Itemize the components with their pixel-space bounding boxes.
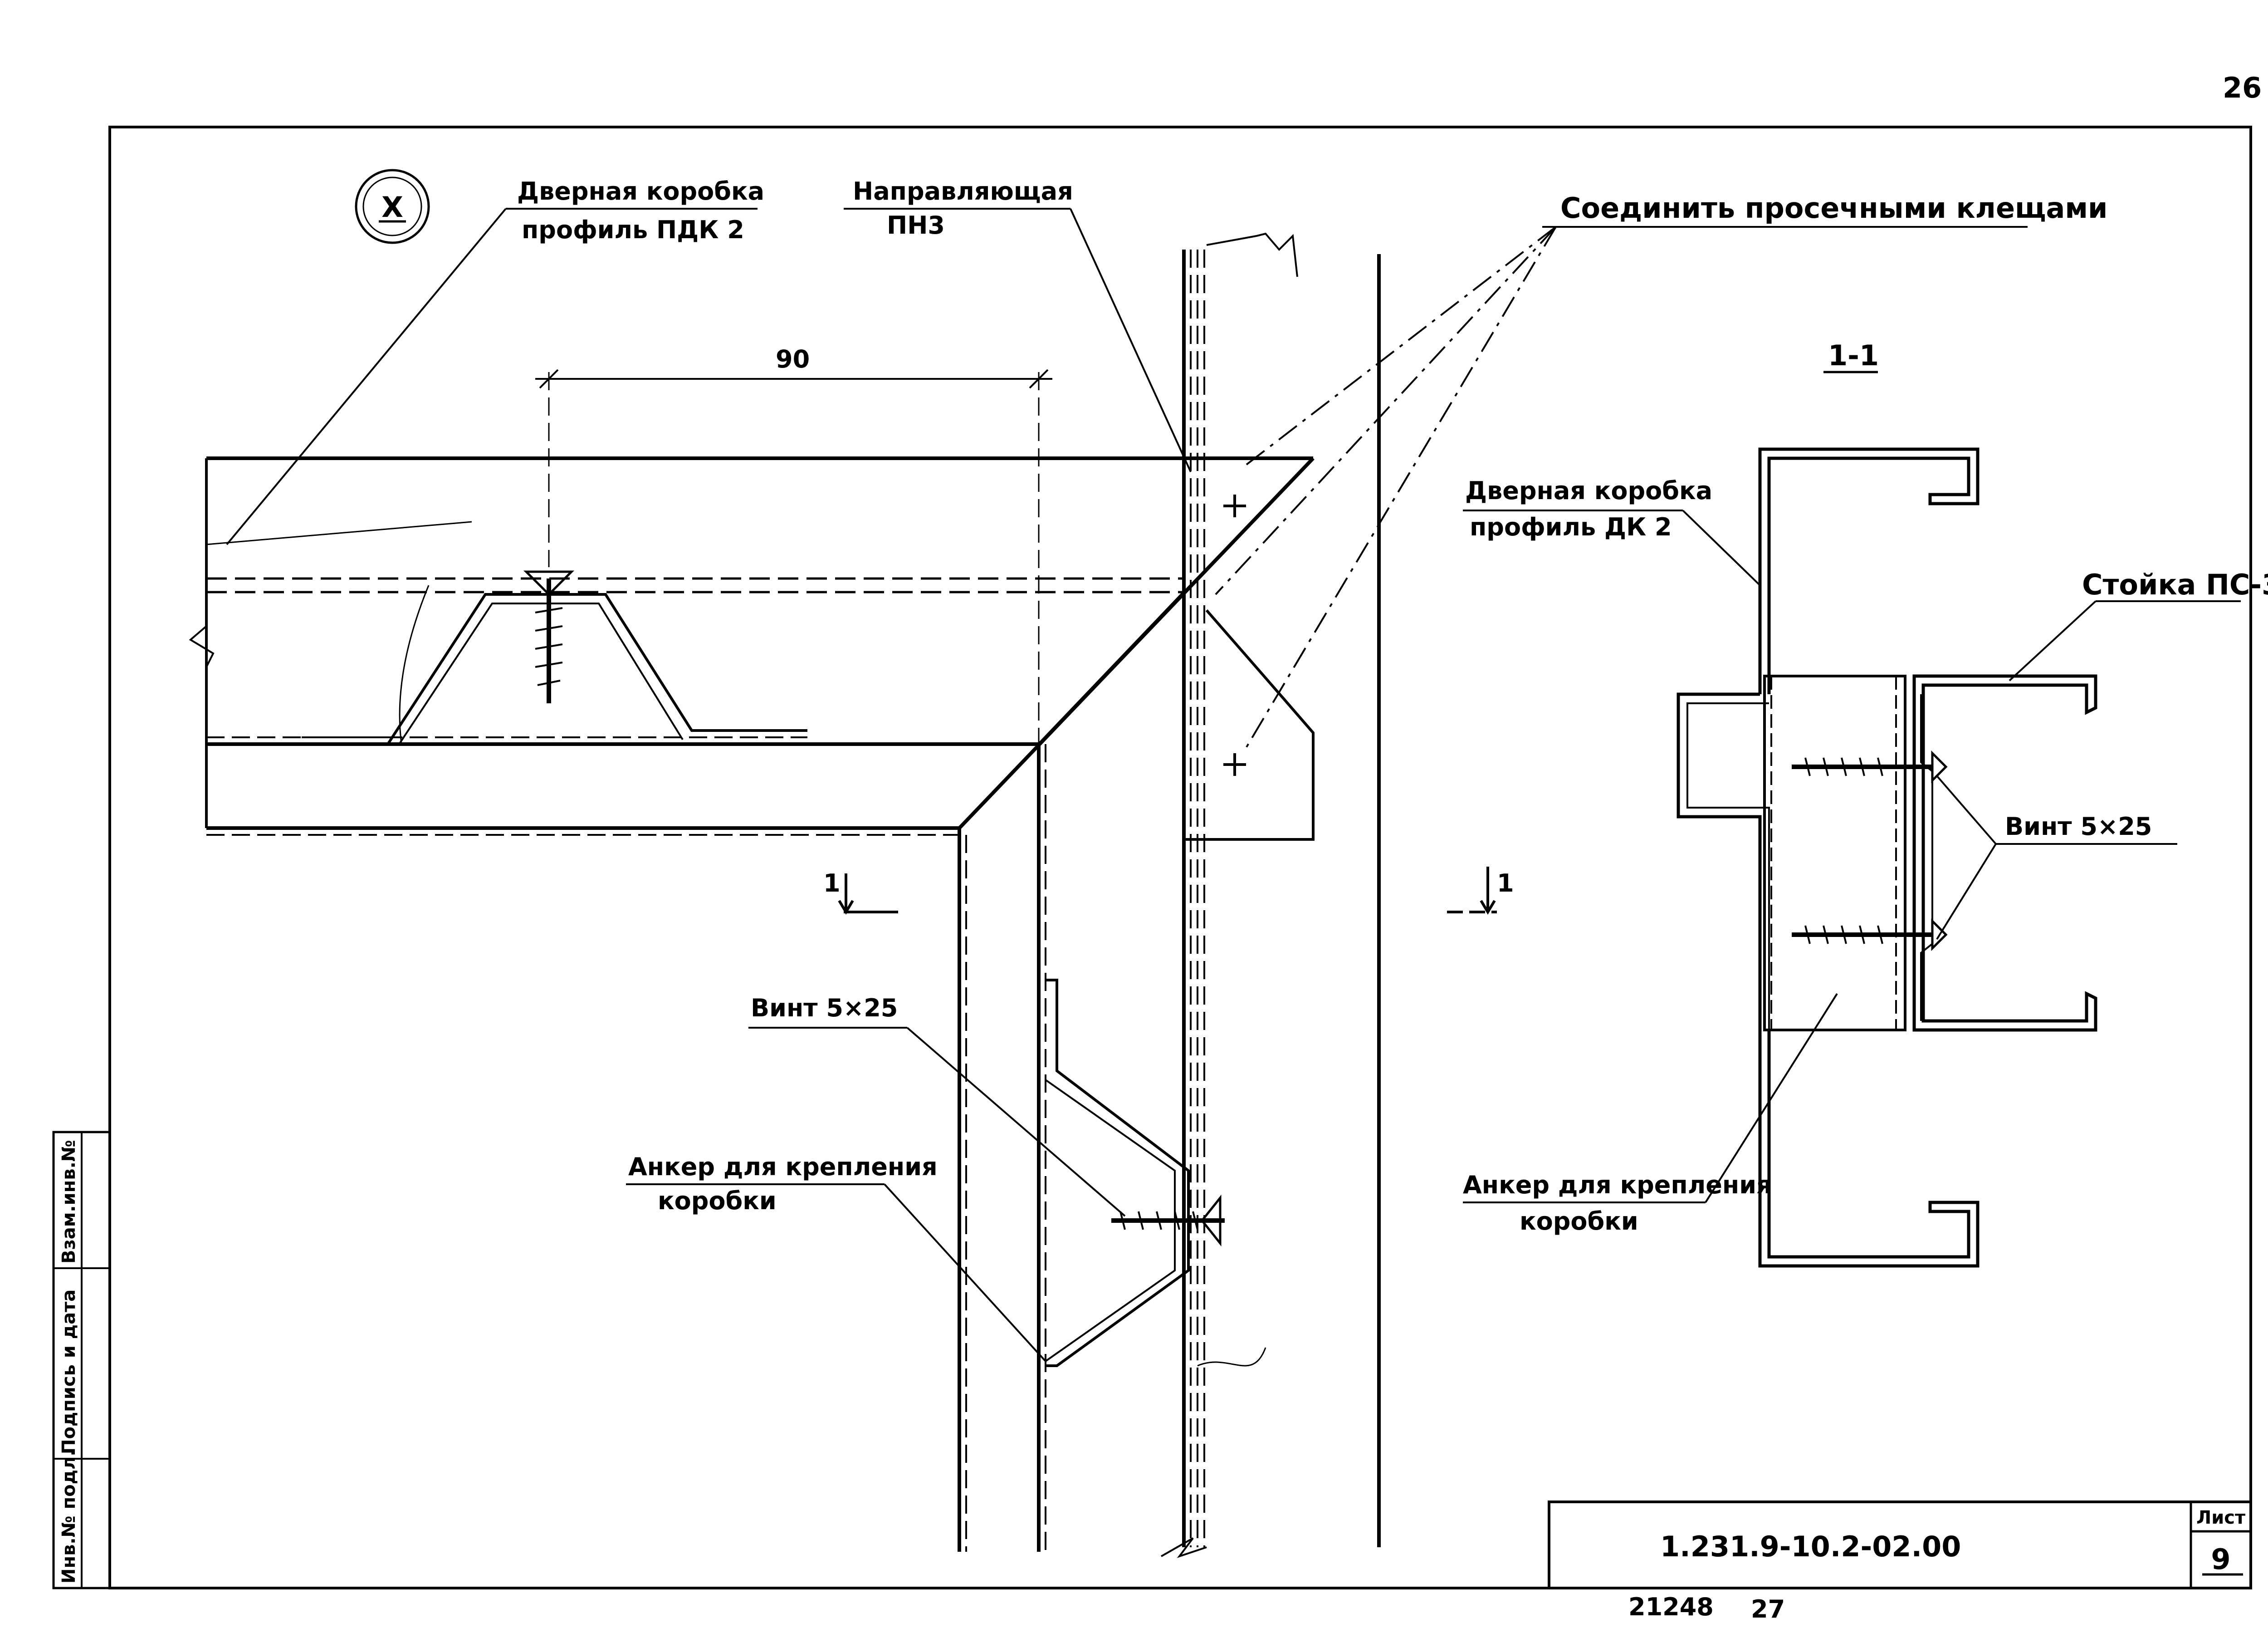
designation: 1.231.9-10.2-02.00 bbox=[1660, 1530, 1961, 1563]
archive-code: 21248 bbox=[1628, 1593, 1714, 1621]
side-stamp-inv-podl: Инв.№ подл. bbox=[59, 1449, 79, 1584]
section-cut-mark-right: 1 bbox=[1497, 869, 1514, 897]
section-title: 1-1 bbox=[1828, 339, 1879, 372]
side-stamp-podpis: Подпись и дата bbox=[59, 1290, 79, 1454]
guide-label-2: ПН3 bbox=[887, 211, 945, 240]
sheet-frame bbox=[108, 126, 2252, 1589]
leaders-left bbox=[226, 208, 2028, 1362]
title-block bbox=[1548, 1501, 2252, 1589]
leaders-right bbox=[1463, 510, 2241, 1203]
side-stamp-vzam: Взам.инв.№ bbox=[59, 1140, 79, 1264]
screw-left-label: Винт 5×25 bbox=[751, 994, 898, 1022]
anchor-left-label-2: коробки bbox=[658, 1187, 777, 1215]
plan-detail bbox=[189, 232, 1381, 1558]
section-detail bbox=[1677, 447, 2097, 1268]
sheet-number: 9 bbox=[2211, 1543, 2230, 1576]
door-frame-pdk-label-1: Дверная коробка bbox=[517, 177, 764, 206]
door-frame-dk-label-1: Дверная коробка bbox=[1465, 476, 1712, 505]
section-cut-marks bbox=[838, 867, 1497, 915]
anchor-right-label-1: Анкер для крепления bbox=[1463, 1171, 1772, 1199]
page-number: 26 bbox=[2223, 71, 2262, 104]
anchor-left-label-1: Анкер для крепления bbox=[628, 1152, 938, 1181]
detail-mark-letter: X bbox=[381, 191, 403, 224]
guide-label-1: Направляющая bbox=[853, 177, 1073, 206]
side-stamp: Инв.№ подл. Подпись и дата Взам.инв.№ bbox=[52, 1131, 111, 1589]
door-frame-pdk-label-2: профиль ПДК 2 bbox=[522, 216, 744, 244]
dimension-90: 90 bbox=[776, 345, 810, 373]
detail-mark: X bbox=[355, 169, 430, 244]
screw-right-label: Винт 5×25 bbox=[2005, 812, 2152, 841]
stud-label: Стойка ПС-3 bbox=[2082, 568, 2268, 601]
connect-note: Соединить просечными клещами bbox=[1560, 191, 2108, 225]
door-frame-dk-label-2: профиль ДК 2 bbox=[1470, 513, 1672, 541]
sheet-label: Лист bbox=[2196, 1507, 2246, 1528]
footer-page: 27 bbox=[1751, 1595, 1785, 1623]
section-cut-mark-left: 1 bbox=[823, 869, 841, 897]
anchor-right-label-2: коробки bbox=[1520, 1207, 1638, 1236]
